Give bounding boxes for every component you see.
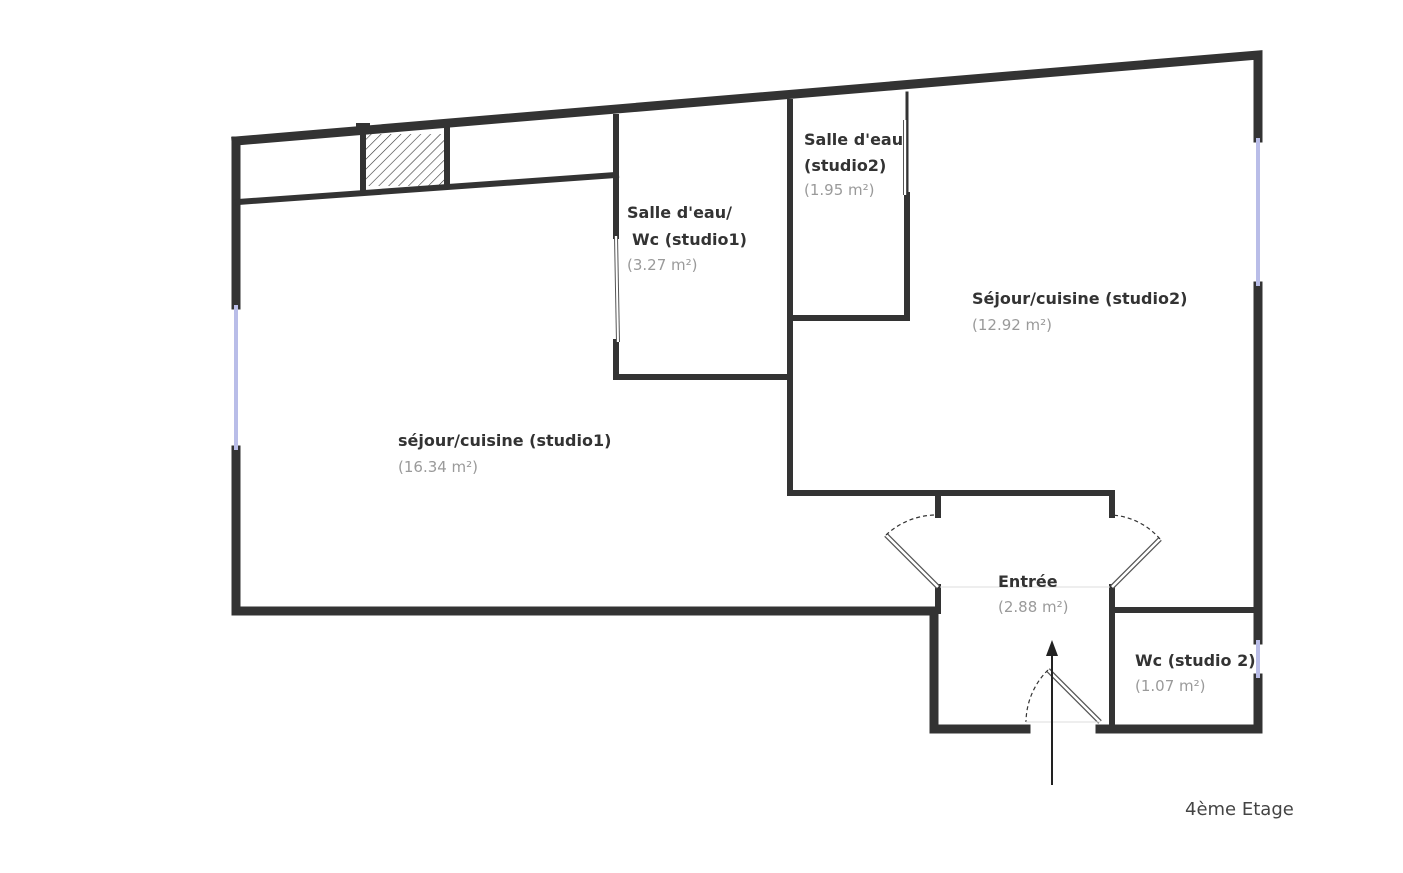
room-sejour-studio1: séjour/cuisine (studio1) (16.34 m²) xyxy=(398,431,611,476)
room-name: Salle d'eau xyxy=(804,130,903,149)
room-name: Wc (studio1) xyxy=(632,230,747,249)
room-name: (studio2) xyxy=(804,156,886,175)
exterior-walls xyxy=(231,50,1263,734)
room-salle-eau-studio2: Salle d'eau (studio2) (1.95 m²) xyxy=(804,130,903,199)
room-area: (2.88 m²) xyxy=(998,598,1069,616)
room-name: Salle d'eau/ xyxy=(627,203,732,222)
floor-label: 4ème Etage xyxy=(1185,799,1294,820)
entrance-arrow-icon xyxy=(1046,640,1058,785)
door-sde1 xyxy=(614,235,620,343)
bottom-wall-left xyxy=(231,606,1031,734)
room-name: Wc (studio 2) xyxy=(1135,651,1256,670)
wall-studio-separation xyxy=(787,99,1115,518)
interior-walls xyxy=(234,91,1261,732)
wall-sde1-lower xyxy=(613,339,793,380)
room-area: (16.34 m²) xyxy=(398,458,478,476)
windows xyxy=(234,138,1260,678)
room-sejour-studio2: Séjour/cuisine (studio2) (12.92 m²) xyxy=(972,289,1187,334)
room-wc-studio2: Wc (studio 2) (1.07 m²) xyxy=(1135,651,1256,695)
ventilation-shaft xyxy=(366,134,444,186)
room-name: Entrée xyxy=(998,572,1058,591)
door-entry-right xyxy=(1110,514,1162,589)
room-area: (1.95 m²) xyxy=(804,181,875,199)
door-main-entrance xyxy=(1025,668,1102,724)
top-wall xyxy=(231,50,1263,146)
doors xyxy=(614,120,1162,724)
room-area: (3.27 m²) xyxy=(627,256,698,274)
balcony-wall xyxy=(234,171,620,206)
room-name: séjour/cuisine (studio1) xyxy=(398,431,611,450)
shaft-cap xyxy=(356,123,370,128)
room-area: (1.07 m²) xyxy=(1135,677,1206,695)
room-salle-eau-studio1: Salle d'eau/ Wc (studio1) (3.27 m²) xyxy=(627,203,747,274)
door-entry-left xyxy=(884,514,940,589)
room-entree: Entrée (2.88 m²) xyxy=(998,572,1069,616)
room-name: Séjour/cuisine (studio2) xyxy=(972,289,1187,308)
room-area: (12.92 m²) xyxy=(972,316,1052,334)
wall-sde2 xyxy=(790,192,910,321)
